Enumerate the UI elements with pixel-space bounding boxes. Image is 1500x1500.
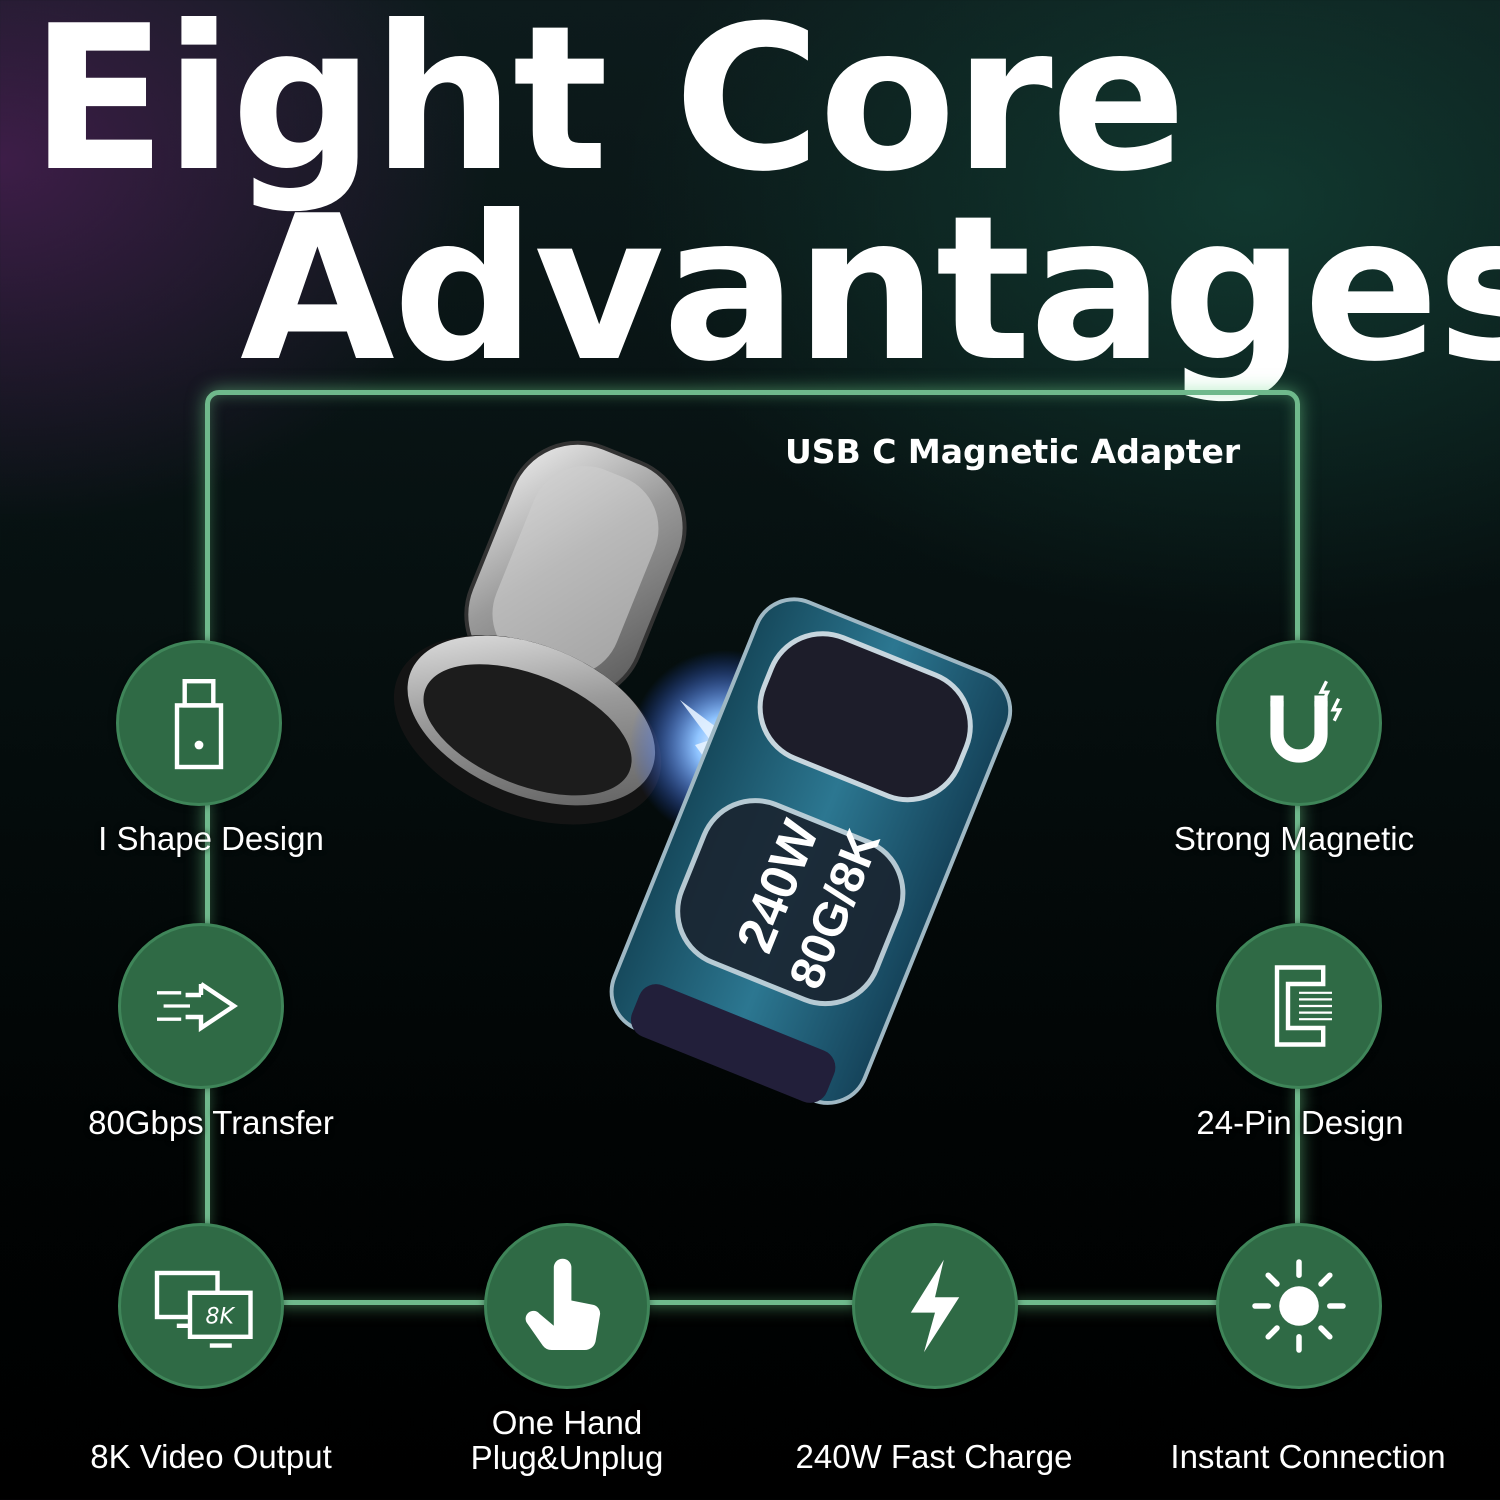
feature-frame — [205, 390, 1300, 1305]
feature-label-8k-video-output: 8K Video Output — [90, 1438, 332, 1475]
fast-arrow-icon — [118, 923, 284, 1089]
title-line-2: Advantages — [240, 173, 1500, 406]
usb-stick-icon — [116, 640, 282, 806]
sun-icon — [1216, 1223, 1382, 1389]
lightning-icon — [852, 1223, 1018, 1389]
feature-label-240w-fast-charge: 240W Fast Charge — [795, 1438, 1073, 1475]
title-line-1: Eight Core — [30, 0, 1186, 216]
feature-label-24-pin-design: 24-Pin Design — [1196, 1104, 1404, 1141]
pin-connector-icon — [1216, 923, 1382, 1089]
hand-icon — [484, 1223, 650, 1389]
feature-label-instant-connection: Instant Connection — [1170, 1438, 1446, 1475]
monitor-8k-text: 8K — [205, 1305, 235, 1330]
feature-label-one-hand-plug-unplug: One Hand Plug&Unplug — [470, 1404, 664, 1476]
feature-label-i-shape-design: I Shape Design — [98, 820, 324, 857]
feature-label-80gbps-transfer: 80Gbps Transfer — [88, 1104, 334, 1141]
feature-label-strong-magnetic: Strong Magnetic — [1173, 820, 1415, 857]
magnet-icon — [1216, 640, 1382, 806]
monitor-8k-icon: 8K — [118, 1223, 284, 1389]
usb-c-magnetic-adapter-image: 240W 80G/8K — [393, 440, 1013, 1105]
product-subtitle: USB C Magnetic Adapter — [785, 432, 1241, 471]
